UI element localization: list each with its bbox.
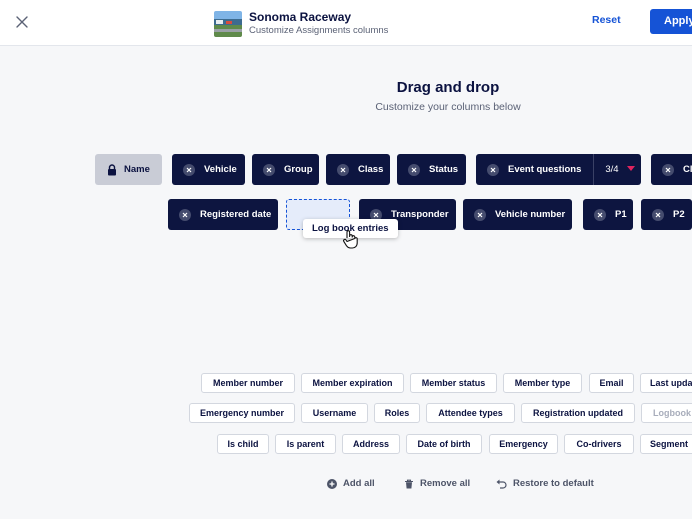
reset-button[interactable]: Reset: [592, 14, 621, 26]
column-chip-label: Group: [284, 164, 313, 175]
column-chip-label: Vehicle number: [495, 209, 566, 220]
undo-icon: [496, 479, 507, 489]
remove-column-icon[interactable]: [594, 208, 606, 221]
column-chip-label: Status: [429, 164, 459, 175]
column-chip-registered-date[interactable]: Registered date: [168, 199, 278, 230]
trash-icon: [405, 479, 413, 488]
page-heading: Drag and drop: [396, 79, 500, 96]
hand-cursor-icon: [343, 230, 358, 249]
column-chip-group[interactable]: Group: [252, 154, 319, 185]
column-chip-label: Registered date: [200, 209, 272, 220]
remove-column-icon[interactable]: [662, 163, 674, 176]
remove-column-icon[interactable]: [183, 163, 195, 176]
close-button[interactable]: [12, 12, 32, 32]
column-chip-transponder[interactable]: Transponder: [359, 199, 456, 230]
available-column-date-of-birth[interactable]: Date of birth: [406, 434, 482, 454]
remove-column-icon[interactable]: [179, 208, 191, 221]
dragged-column-chip[interactable]: Log book entries: [303, 219, 398, 238]
remove-column-icon[interactable]: [370, 208, 382, 221]
page-subheading: Customize your columns below: [375, 101, 521, 113]
column-chip-class[interactable]: Class: [326, 154, 390, 185]
available-column-logbook: Logbook: [641, 403, 692, 423]
event-thumbnail: [214, 11, 242, 37]
available-column-segment[interactable]: Segment: [640, 434, 692, 454]
column-chip-label: Transponder: [391, 209, 449, 220]
column-chip-name[interactable]: Name: [95, 154, 162, 185]
apply-button[interactable]: Apply: [650, 9, 692, 34]
available-column-roles[interactable]: Roles: [374, 403, 420, 423]
remove-column-icon[interactable]: [408, 163, 420, 176]
add-all-label: Add all: [343, 478, 375, 489]
column-chip-status[interactable]: Status: [397, 154, 466, 185]
available-column-registration-updated[interactable]: Registration updated: [521, 403, 635, 423]
available-column-attendee-types[interactable]: Attendee types: [426, 403, 515, 423]
page-subtitle: Customize Assignments columns: [249, 25, 389, 36]
column-chip-label: Event questions: [508, 164, 582, 175]
available-column-member-expiration[interactable]: Member expiration: [301, 373, 404, 393]
available-column-emergency[interactable]: Emergency: [489, 434, 558, 454]
plus-circle-icon: [327, 478, 337, 489]
available-column-member-type[interactable]: Member type: [503, 373, 582, 393]
available-column-last-updated[interactable]: Last upda: [640, 373, 692, 393]
remove-column-icon[interactable]: [263, 163, 275, 176]
column-chip-label: Clu: [683, 164, 692, 175]
column-chip-label: Class: [358, 164, 384, 175]
column-chip-vehicle[interactable]: Vehicle: [172, 154, 245, 185]
event-title: Sonoma Raceway: [249, 10, 352, 24]
column-chip-label: Vehicle: [204, 164, 237, 175]
column-chip-event-questions[interactable]: Event questions 3/4: [476, 154, 641, 185]
question-count[interactable]: 3/4: [605, 164, 619, 175]
available-column-member-status[interactable]: Member status: [410, 373, 497, 393]
chip-divider: [593, 154, 595, 185]
available-column-emergency-number[interactable]: Emergency number: [189, 403, 295, 423]
restore-default-button[interactable]: Restore to default: [496, 478, 594, 489]
restore-default-label: Restore to default: [513, 478, 594, 489]
available-column-address[interactable]: Address: [342, 434, 400, 454]
available-column-is-child[interactable]: Is child: [217, 434, 269, 454]
column-chip-p2[interactable]: P2: [641, 199, 692, 230]
column-chip-clubs[interactable]: Clu: [651, 154, 692, 185]
remove-column-icon[interactable]: [337, 163, 349, 176]
column-chip-vehicle-number[interactable]: Vehicle number: [463, 199, 572, 230]
available-column-email[interactable]: Email: [589, 373, 634, 393]
add-all-button[interactable]: Add all: [327, 478, 375, 489]
remove-column-icon[interactable]: [652, 208, 664, 221]
caret-down-icon[interactable]: [626, 164, 635, 175]
close-icon: [16, 16, 28, 28]
remove-column-icon[interactable]: [487, 163, 499, 176]
remove-all-button[interactable]: Remove all: [404, 478, 470, 489]
column-chip-label: Name: [124, 164, 150, 175]
remove-all-label: Remove all: [420, 478, 471, 489]
available-column-is-parent[interactable]: Is parent: [275, 434, 336, 454]
top-bar: Sonoma Raceway Customize Assignments col…: [0, 0, 692, 46]
available-column-username[interactable]: Username: [301, 403, 368, 423]
available-column-member-number[interactable]: Member number: [201, 373, 295, 393]
column-chip-label: P2: [673, 209, 685, 220]
remove-column-icon[interactable]: [474, 208, 486, 221]
column-chip-label: P1: [615, 209, 627, 220]
available-column-co-drivers[interactable]: Co-drivers: [564, 434, 634, 454]
lock-icon: [107, 163, 117, 176]
column-chip-p1[interactable]: P1: [583, 199, 633, 230]
